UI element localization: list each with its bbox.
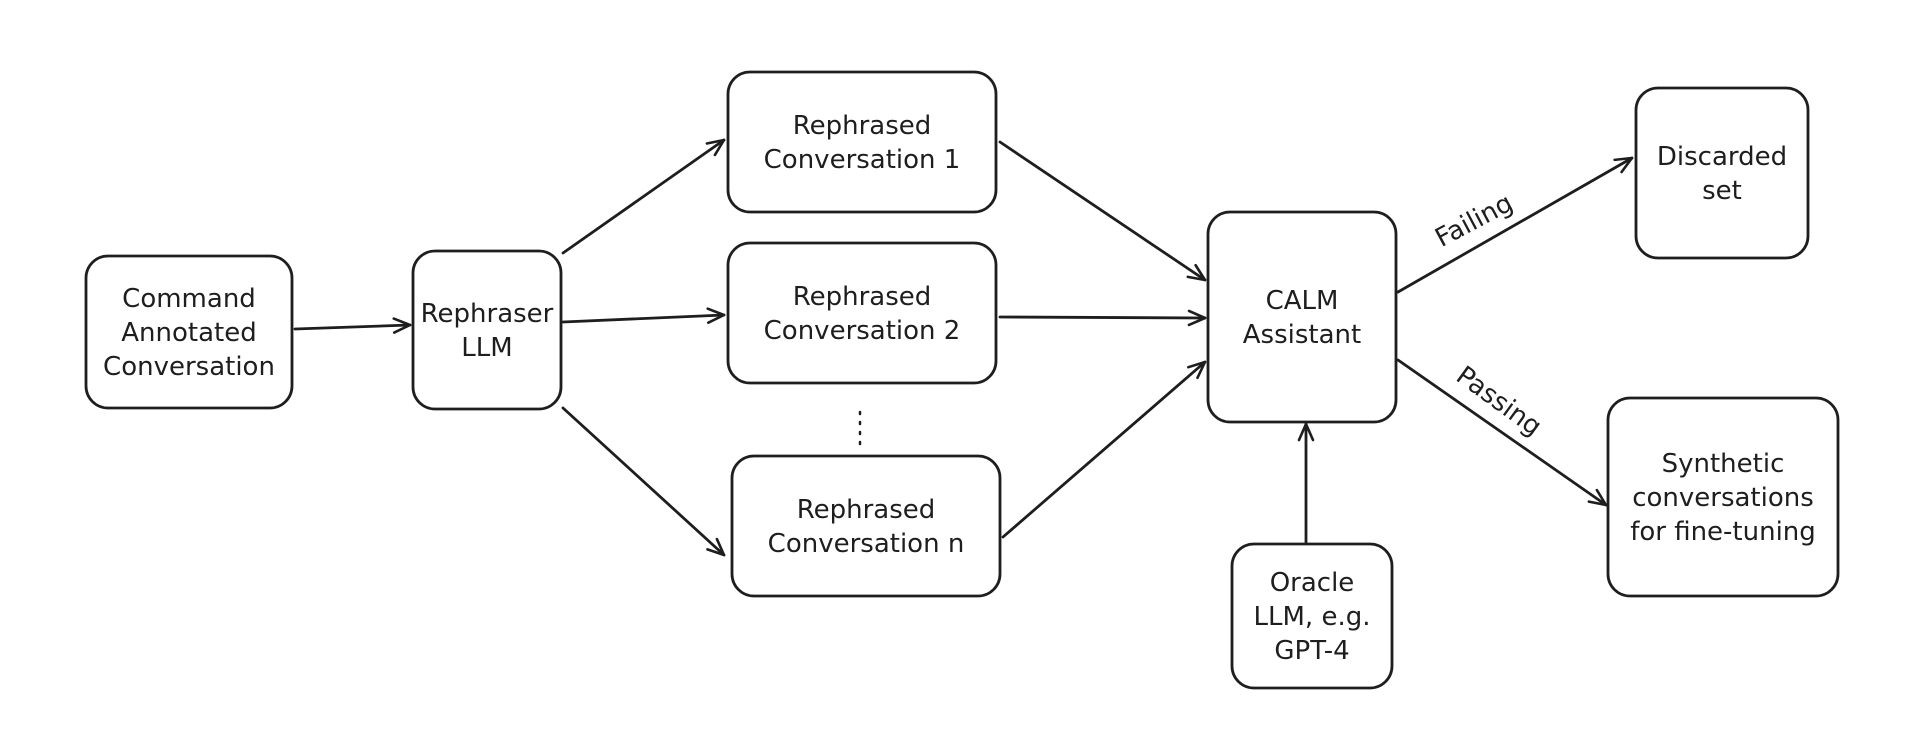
node-rephrased2-label-line: Rephrased bbox=[793, 282, 932, 312]
node-discarded-box bbox=[1634, 86, 1810, 260]
node-oracle-label-line: LLM, e.g. bbox=[1254, 602, 1371, 632]
node-calm-label-line: Assistant bbox=[1243, 320, 1361, 350]
node-command-label-line: Command bbox=[122, 284, 256, 314]
node-rephrased1-box bbox=[726, 70, 998, 214]
node-synthetic-label-line: Synthetic bbox=[1662, 449, 1785, 479]
node-discarded: Discarded set bbox=[1634, 86, 1810, 260]
node-rephrasedn-label-line: Conversation n bbox=[768, 529, 965, 559]
node-oracle-label-line: GPT-4 bbox=[1274, 636, 1349, 666]
node-command-label-line: Annotated bbox=[121, 318, 256, 348]
node-command-box bbox=[84, 254, 294, 410]
arrow-calm-to-discarded bbox=[1396, 156, 1634, 294]
node-rephrasedn-label-line: Rephrased bbox=[797, 495, 936, 525]
edges-layer bbox=[293, 138, 1634, 557]
node-calm-box bbox=[1206, 210, 1398, 424]
node-rephrased1-label-line: Conversation 1 bbox=[764, 145, 961, 175]
node-calm-label-line: CALM bbox=[1266, 286, 1339, 316]
node-discarded-label-line: Discarded bbox=[1657, 142, 1787, 172]
arrow-rephraser-to-rephrased1 bbox=[561, 138, 726, 255]
node-calm: CALM Assistant bbox=[1206, 210, 1398, 424]
node-oracle-label-line: Oracle bbox=[1270, 568, 1355, 598]
node-rephrasedn-box bbox=[730, 454, 1002, 598]
node-oracle-box bbox=[1230, 542, 1394, 690]
node-rephraser-label-line: LLM bbox=[461, 333, 512, 363]
arrow-rephrased2-to-calm bbox=[998, 309, 1207, 327]
node-rephrased2-label-line: Conversation 2 bbox=[764, 316, 961, 346]
edge-label-failing: Failing bbox=[1430, 188, 1518, 254]
arrow-rephrasedn-to-calm bbox=[1001, 360, 1207, 539]
node-discarded-label-line: set bbox=[1702, 176, 1742, 206]
node-rephrased1-label-line: Rephrased bbox=[793, 111, 932, 141]
arrow-rephraser-to-rephrased2 bbox=[561, 307, 726, 324]
node-synthetic-box bbox=[1606, 396, 1840, 598]
node-rephraser-box bbox=[411, 249, 563, 411]
arrow-rephrased1-to-calm bbox=[998, 140, 1207, 282]
arrow-rephraser-to-rephrasedn bbox=[561, 406, 726, 557]
node-rephrased2-box bbox=[726, 241, 998, 385]
arrow-calm-to-synthetic bbox=[1396, 358, 1608, 507]
node-synthetic-label-line: conversations bbox=[1632, 483, 1814, 513]
node-synthetic: Synthetic conversations for fine-tuning bbox=[1606, 396, 1840, 598]
arrow-command-to-rephraser bbox=[293, 317, 412, 334]
node-command-label-line: Conversation bbox=[103, 352, 275, 382]
node-synthetic-label-line: for fine-tuning bbox=[1630, 517, 1816, 547]
node-rephraser-label-line: Rephraser bbox=[421, 299, 554, 329]
